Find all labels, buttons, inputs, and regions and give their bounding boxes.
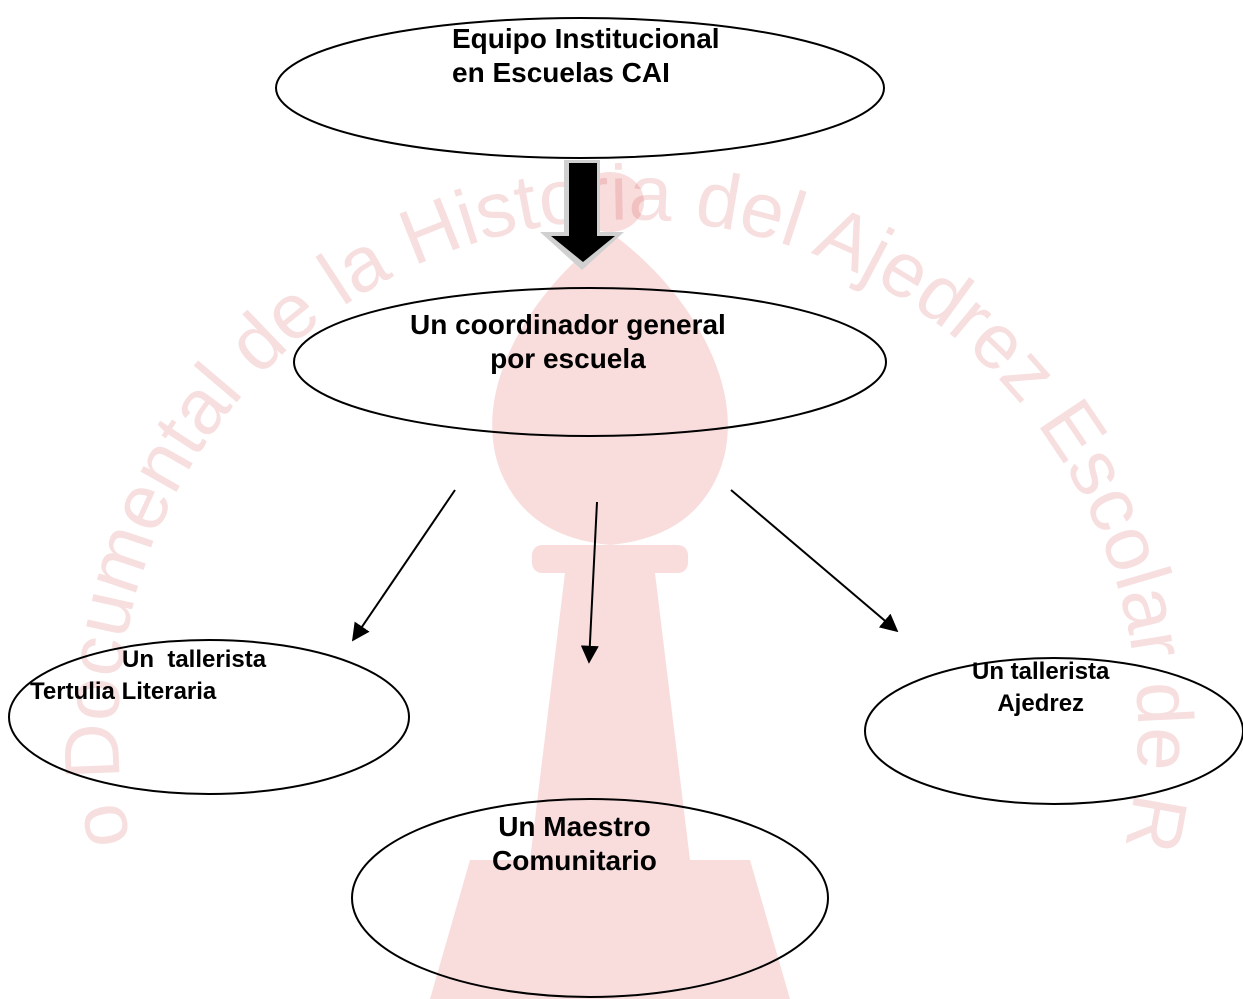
- node-maestro-line1: Un Maestro: [498, 811, 651, 842]
- bishop-icon: [430, 172, 790, 999]
- node-ajedrez-label: Un tallerista Ajedrez: [972, 656, 1109, 720]
- node-top-label: Equipo Institucional en Escuelas CAI: [452, 22, 720, 90]
- node-maestro-line2: Comunitario: [492, 845, 657, 876]
- node-maestro-label: Un Maestro Comunitario: [492, 810, 657, 878]
- node-ajedrez-ellipse: [864, 657, 1243, 805]
- node-maestro-ellipse: [351, 798, 829, 998]
- node-tertulia-line2: Tertulia Literaria: [30, 678, 217, 705]
- node-tertulia-line1: Un tallerista: [122, 646, 267, 673]
- node-coordinator-line1: Un coordinador general: [410, 309, 726, 340]
- node-coordinator-label: Un coordinador general por escuela: [410, 308, 726, 376]
- arrow-to-tertulia: [351, 489, 456, 642]
- node-tertulia-ellipse: [8, 639, 410, 795]
- node-coordinator-line2: por escuela: [490, 343, 646, 374]
- node-top-ellipse: [275, 17, 885, 159]
- node-top-line1: Equipo Institucional: [452, 23, 720, 54]
- node-ajedrez-line2: Ajedrez: [997, 690, 1085, 717]
- thick-down-arrow: [540, 160, 624, 270]
- node-tertulia-label: Un tallerista Tertulia Literaria: [30, 644, 266, 708]
- node-coordinator-ellipse: [293, 287, 887, 437]
- node-top-line2: en Escuelas CAI: [452, 57, 670, 88]
- arrow-to-maestro: [580, 501, 599, 664]
- arrow-to-ajedrez: [730, 489, 899, 633]
- node-ajedrez-line1: Un tallerista: [972, 658, 1110, 685]
